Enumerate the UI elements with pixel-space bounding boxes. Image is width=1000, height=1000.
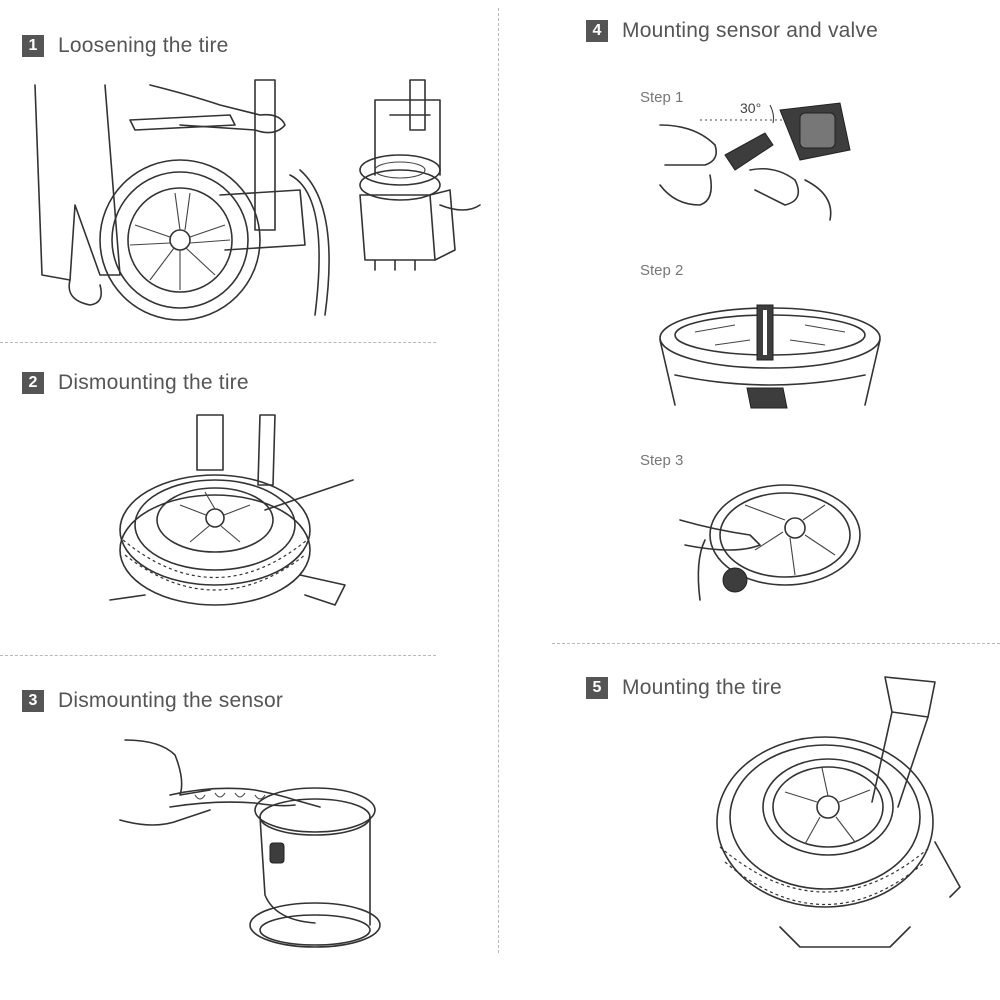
step-2-label: Step 2 [640, 262, 684, 279]
sensor-valve-insert-illustration: 30° [655, 95, 855, 225]
tire-changer-machine-illustration [355, 75, 495, 271]
sensor-tighten-illustration [675, 480, 861, 605]
section-number: 1 [22, 35, 44, 57]
sensor-removal-illustration [115, 735, 381, 955]
tire-mount-illustration [710, 672, 970, 952]
section-title: Mounting the tire [622, 676, 782, 699]
section-3-heading: 3 Dismounting the sensor [22, 689, 283, 713]
section-4-heading: 4 Mounting sensor and valve [586, 19, 878, 43]
section-title: Dismounting the tire [58, 371, 249, 394]
section-title: Loosening the tire [58, 34, 229, 57]
section-number: 2 [22, 372, 44, 394]
angle-label: 30° [740, 100, 761, 116]
section-number: 3 [22, 690, 44, 712]
section-5-heading: 5 Mounting the tire [586, 676, 782, 700]
section-title: Dismounting the sensor [58, 689, 284, 712]
tire-dismount-illustration [105, 410, 355, 620]
divider-2 [0, 655, 436, 656]
divider-3 [552, 643, 1000, 644]
divider-1 [0, 342, 436, 343]
step-1-label: Step 1 [640, 89, 684, 106]
vertical-divider [498, 8, 499, 953]
section-2-heading: 2 Dismounting the tire [22, 371, 249, 395]
sensor-rim-illustration [655, 300, 885, 415]
tire-changer-person-illustration [30, 75, 340, 321]
section-number: 4 [586, 20, 608, 42]
section-number: 5 [586, 677, 608, 699]
section-1-heading: 1 Loosening the tire [22, 34, 229, 58]
step-3-label: Step 3 [640, 452, 684, 469]
section-title: Mounting sensor and valve [622, 19, 878, 42]
